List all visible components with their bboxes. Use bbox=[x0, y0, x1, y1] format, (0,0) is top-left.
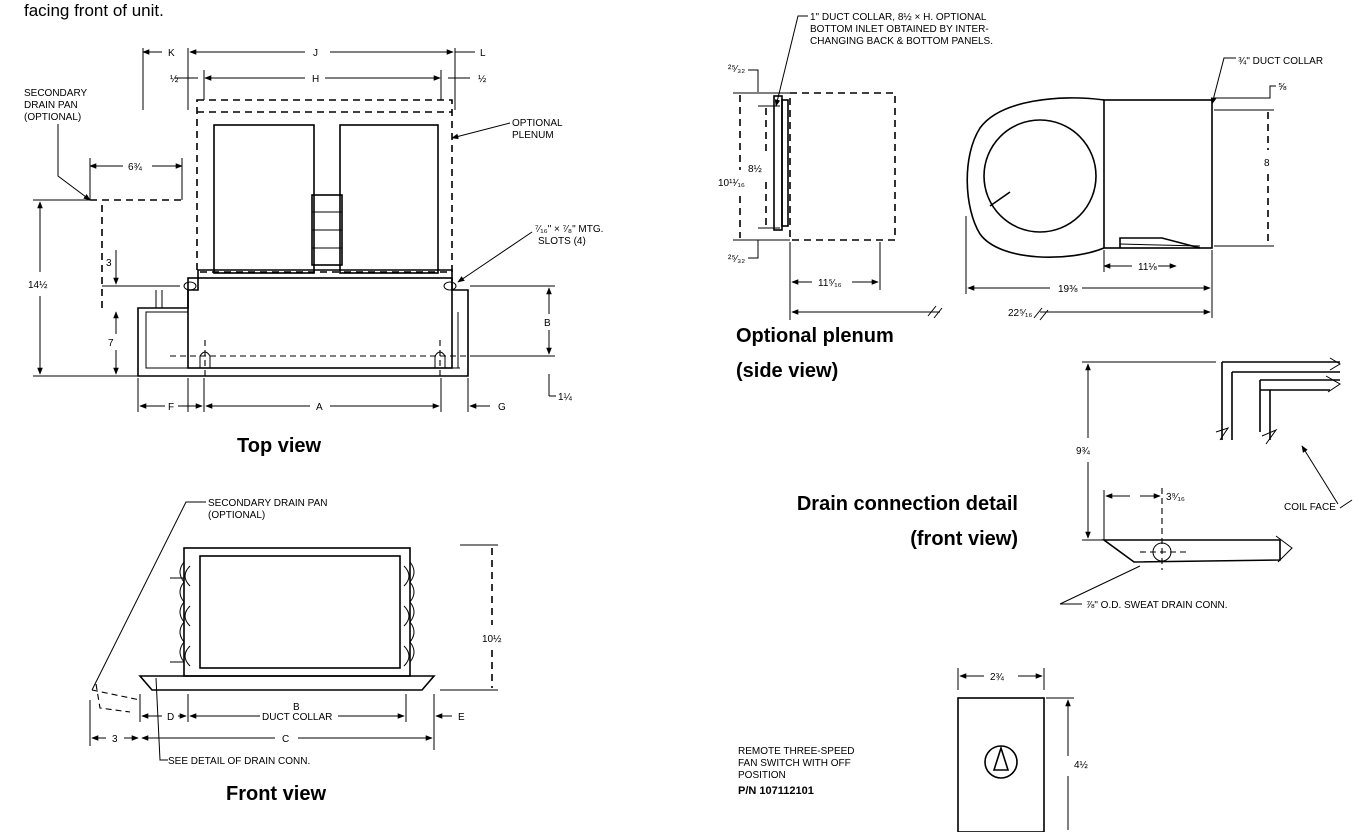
dim-eight-half: 8½ bbox=[748, 164, 763, 175]
dim-B-top: B bbox=[544, 318, 551, 329]
dim-switch-height: 4½ bbox=[1074, 760, 1089, 771]
blower-wheel bbox=[983, 119, 1097, 233]
switch-part-number: P/N 107112101 bbox=[738, 785, 814, 797]
unit-body bbox=[187, 277, 453, 369]
dim-twenty-two: 22⁵⁄₁₆ bbox=[1008, 308, 1032, 319]
dim-nine-three-quarters: 9¾ bbox=[1076, 446, 1091, 457]
dim-bottom-small: ²⁵⁄₃₂ bbox=[728, 254, 745, 265]
dim-top-small: ²⁵⁄₃₂ bbox=[728, 64, 745, 75]
left-coil bbox=[213, 124, 315, 274]
plenum-box bbox=[789, 92, 896, 241]
top-view: K J L ½ H ½ OPTIONAL PLENUM SECONDARY DR… bbox=[24, 48, 603, 413]
dim-three: 3 bbox=[106, 258, 112, 269]
dim-nineteen: 19⅜ bbox=[1058, 284, 1078, 295]
dim-J: J bbox=[313, 48, 318, 59]
switch-label-3: POSITION bbox=[738, 770, 786, 781]
dim-B-front: B bbox=[293, 702, 300, 713]
caption-drain-1: Drain connection detail bbox=[797, 493, 1018, 515]
blower-housing bbox=[1103, 99, 1213, 249]
front-unit-body bbox=[183, 547, 411, 677]
intro-text: facing front of unit. bbox=[24, 1, 164, 20]
dim-eleven-eighth: 11⅛ bbox=[1138, 262, 1157, 273]
dim-five-eighths: ⅝ bbox=[1278, 82, 1287, 93]
dim-H: H bbox=[312, 74, 319, 85]
front-secondary-drain-pan-2: (OPTIONAL) bbox=[208, 510, 265, 521]
dim-C: C bbox=[282, 734, 289, 745]
remote-switch: 2¾ 4½ REMOTE THREE-SPEED FAN SWITCH WITH… bbox=[738, 668, 1089, 832]
plenum-view: 1" DUCT COLLAR, 8½ × H. OPTIONAL BOTTOM … bbox=[718, 12, 1323, 321]
caption-plenum-1: Optional plenum bbox=[736, 325, 894, 347]
dim-one-quarter: 1¼ bbox=[558, 391, 573, 403]
secondary-drain-pan-label-2: DRAIN PAN bbox=[24, 100, 78, 111]
secondary-drain-pan-label-1: SECONDARY bbox=[24, 88, 87, 99]
caption-plenum-2: (side view) bbox=[736, 360, 838, 382]
blower-scroll bbox=[966, 97, 1105, 258]
optional-plenum-label-1: OPTIONAL bbox=[512, 118, 563, 129]
switch-knob-icon bbox=[984, 745, 1018, 779]
dim-ten-eleven: 10¹¹⁄₁₆ bbox=[718, 178, 745, 189]
front-drain-pan bbox=[138, 675, 436, 691]
dim-three-nine: 3⁹⁄₁₆ bbox=[1166, 492, 1185, 503]
front-coil-panel bbox=[199, 555, 401, 669]
dim-K: K bbox=[168, 48, 175, 59]
plenum-note-1: 1" DUCT COLLAR, 8½ × H. OPTIONAL bbox=[810, 12, 987, 23]
sweat-drain-label: ⅞" O.D. SWEAT DRAIN CONN. bbox=[1086, 600, 1228, 611]
switch-label-1: REMOTE THREE-SPEED bbox=[738, 746, 855, 757]
caption-front-view: Front view bbox=[226, 783, 326, 805]
dim-eleven-five: 11⁵⁄₁₆ bbox=[818, 278, 842, 289]
dim-eight: 8 bbox=[1264, 158, 1270, 169]
dim-E: E bbox=[458, 712, 465, 723]
mtg-slots-label-1: ⁷⁄₁₆" × ⁷⁄₈" MTG. bbox=[535, 224, 603, 235]
dim-ten-half: 10½ bbox=[482, 634, 502, 645]
optional-plenum-outline bbox=[196, 99, 453, 273]
dim-half-right: ½ bbox=[478, 74, 487, 85]
plenum-note-3: CHANGING BACK & BOTTOM PANELS. bbox=[810, 36, 993, 47]
right-coil bbox=[339, 124, 439, 274]
dim-F: F bbox=[168, 402, 174, 413]
see-detail-label: SEE DETAIL OF DRAIN CONN. bbox=[168, 756, 310, 767]
caption-top-view: Top view bbox=[237, 435, 322, 457]
coil-face-label: COIL FACE bbox=[1284, 502, 1336, 513]
plenum-note-2: BOTTOM INLET OBTAINED BY INTER- bbox=[810, 24, 989, 35]
drain-pan-detail bbox=[1101, 539, 1281, 563]
switch-label-2: FAN SWITCH WITH OFF bbox=[738, 758, 851, 769]
caption-drain-2: (front view) bbox=[910, 528, 1018, 550]
dim-D: D bbox=[167, 712, 174, 723]
dim-A: A bbox=[316, 402, 323, 413]
front-secondary-drain-pan-1: SECONDARY DRAIN PAN bbox=[208, 498, 327, 509]
dim-three-front: 3 bbox=[112, 734, 118, 745]
drain-detail: 9¾ 3⁹⁄₁₆ COIL FACE ⅞" O.D. SWEAT DRAIN C… bbox=[1059, 357, 1353, 611]
mtg-slots-label-2: SLOTS (4) bbox=[538, 236, 586, 247]
dim-seven: 7 bbox=[108, 338, 114, 349]
quarter-duct-collar-label: ¾" DUCT COLLAR bbox=[1238, 56, 1323, 67]
dim-switch-width: 2¾ bbox=[990, 672, 1005, 683]
switch-box bbox=[957, 697, 1045, 832]
dim-L: L bbox=[480, 48, 486, 59]
duct-collar-label: DUCT COLLAR bbox=[262, 712, 332, 723]
optional-plenum-label-2: PLENUM bbox=[512, 130, 554, 141]
front-view: SECONDARY DRAIN PAN (OPTIONAL) 10½ B DUC… bbox=[89, 498, 502, 767]
dim-fourteen-half: 14½ bbox=[28, 280, 48, 291]
dim-half-left: ½ bbox=[170, 74, 179, 85]
secondary-drain-pan-label-3: (OPTIONAL) bbox=[24, 112, 81, 123]
dim-G: G bbox=[498, 402, 506, 413]
dim-six-three-quarters: 6¾ bbox=[128, 162, 143, 173]
